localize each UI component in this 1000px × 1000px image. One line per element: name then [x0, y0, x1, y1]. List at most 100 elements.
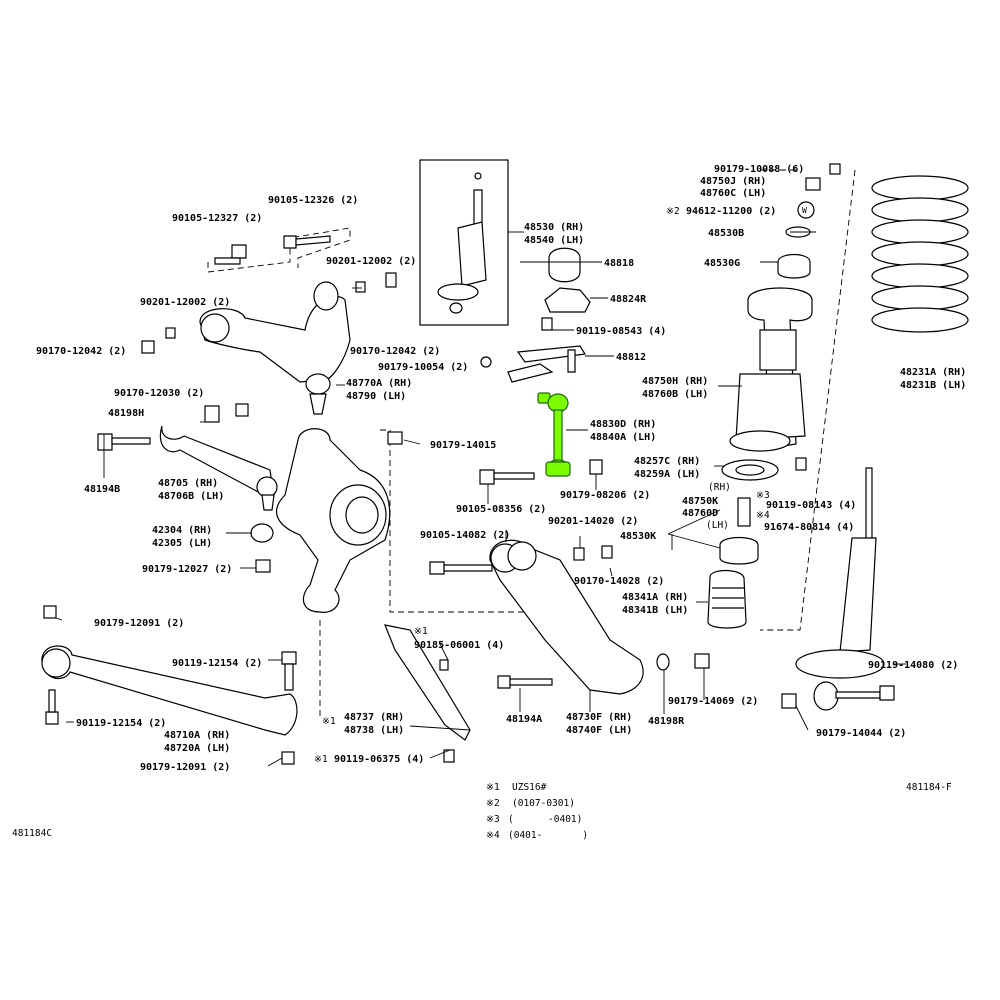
label-90179-12091a: 90179-12091 (2) [94, 618, 184, 629]
bolt-48194B [97, 433, 113, 451]
note-4-mark: ※4 [486, 830, 500, 841]
label-48530G: 48530G [704, 258, 740, 269]
upper-control-arm [199, 295, 351, 383]
stabilizer-group [479, 247, 603, 485]
coil-spring-48231A [871, 175, 969, 333]
shock-box-frame [419, 159, 509, 326]
label-90185-06001: 90185-06001 (4) [414, 640, 504, 651]
label-48194B: 48194B [84, 484, 120, 495]
note-3-text: ( -0401) [508, 814, 582, 825]
nut-90170-12042b [385, 272, 397, 288]
label-48341B: 48341B (LH) [622, 605, 688, 616]
label-48740F: 48740F (LH) [566, 725, 632, 736]
label-48790: 48790 (LH) [346, 391, 406, 402]
lower-shock-group [781, 467, 895, 711]
label-48760D: 48760D [682, 508, 718, 519]
note-1-mark: ※1 [486, 782, 500, 793]
label-48840A[interactable]: 48840A (LH) [590, 432, 656, 443]
label-48830D[interactable]: 48830D (RH) [590, 419, 656, 430]
label-90170-12042b: 90170-12042 (2) [350, 346, 440, 357]
bump-stop-48341A [707, 569, 747, 629]
lower-arm-48730F [489, 539, 644, 695]
shock-nut [474, 172, 482, 180]
label-48198R: 48198R [648, 716, 685, 727]
nut-90201-12002a [355, 281, 366, 293]
mark-1a: ※1 [414, 626, 428, 637]
label-90201-14020: 90201-14020 (2) [548, 516, 638, 527]
label-90105-08356: 90105-08356 (2) [456, 504, 546, 515]
mark-3a: ※3 [756, 490, 770, 501]
sleeve-48750K [737, 497, 751, 527]
label-48705: 48705 (RH) [158, 478, 218, 489]
label-48231B: 48231B (LH) [900, 380, 966, 391]
label-48530: 48530 (RH) [524, 222, 584, 233]
svg-text:W: W [802, 206, 807, 215]
lower-link-48710A [41, 645, 298, 736]
label-48710A: 48710A (RH) [164, 730, 230, 741]
mark-1b: ※1 [322, 716, 336, 727]
stabilizer-link-48830D[interactable] [537, 392, 571, 477]
label-90119-12154b: 90119-12154 (2) [76, 718, 166, 729]
bolt-90105-12327 [231, 244, 247, 259]
label-90105-14082: 90105-14082 (2) [420, 530, 510, 541]
label-48231A: 48231A (RH) [900, 367, 966, 378]
note-1-text: UZS16# [512, 782, 547, 793]
label-42304: 42304 (RH) [152, 525, 212, 536]
label-90179-14069: 90179-14069 (2) [668, 696, 758, 707]
dashed-group-lines [207, 169, 856, 720]
bracket-48824R [544, 287, 591, 313]
label-48738: 48738 (LH) [344, 725, 404, 736]
lower-link-group [41, 605, 298, 765]
label-48341A: 48341A (RH) [622, 592, 688, 603]
label-48737: 48737 (RH) [344, 712, 404, 723]
label-48818: 48818 [604, 258, 634, 269]
ball-joint [305, 373, 331, 395]
leader-lines [55, 231, 906, 767]
label-48540: 48540 (LH) [524, 235, 584, 246]
shock-mount [437, 283, 479, 301]
label-90105-12327: 90105-12327 (2) [172, 213, 262, 224]
label-90119-08143: 90119-08143 (4) [766, 500, 856, 511]
bushing-42304 [250, 523, 274, 543]
strut-group: W [707, 163, 841, 629]
label-90170-12030: 90170-12030 (2) [114, 388, 204, 399]
label-90105-12326: 90105-12326 (2) [268, 195, 358, 206]
label-90179-12091b: 90179-12091 (2) [140, 762, 230, 773]
label-90179-12027: 90179-12027 (2) [142, 564, 232, 575]
label-48259A: 48259A (LH) [634, 469, 700, 480]
knuckle-group [250, 428, 403, 613]
note-2-mark: ※2 [486, 798, 500, 809]
lateral-link-group [97, 403, 278, 511]
label-90201-12002b: 90201-12002 (2) [140, 297, 230, 308]
bolt-90105-12326 [283, 235, 297, 249]
label-90201-12002a: 90201-12002 (2) [326, 256, 416, 267]
label-48198H: 48198H [108, 408, 144, 419]
label-48760D-lh: (LH) [706, 520, 729, 531]
part-labels: 90105-12326 (2) 90105-12327 (2) 90201-12… [36, 164, 966, 773]
ref-right: 481184-F [906, 782, 952, 793]
note-4-text: (0401- ) [508, 830, 588, 841]
label-48770A: 48770A (RH) [346, 378, 412, 389]
bracket-48737 [384, 624, 471, 741]
bushing-48818 [548, 247, 581, 283]
label-48760B: 48760B (LH) [642, 389, 708, 400]
note-3-mark: ※3 [486, 814, 500, 825]
label-48706B: 48706B (LH) [158, 491, 224, 502]
mark-2a: ※2 [666, 206, 680, 217]
note-2-text: (0107-0301) [512, 798, 575, 809]
shock-body [457, 221, 487, 287]
label-90170-12042a: 90170-12042 (2) [36, 346, 126, 357]
mount-48530G [777, 253, 811, 279]
label-90170-14028: 90170-14028 (2) [574, 576, 664, 587]
label-48750H: 48750H (RH) [642, 376, 708, 387]
bushing-48198H [204, 405, 220, 423]
label-91674-80814: 91674-80814 (4) [764, 522, 854, 533]
label-90179-10054: 90179-10054 (2) [378, 362, 468, 373]
label-48824R: 48824R [610, 294, 647, 305]
label-48730F: 48730F (RH) [566, 712, 632, 723]
label-94612-11200: 94612-11200 (2) [686, 206, 776, 217]
ref-left: 481184C [12, 828, 52, 839]
label-48530B: 48530B [708, 228, 744, 239]
shock-eye [449, 302, 463, 314]
